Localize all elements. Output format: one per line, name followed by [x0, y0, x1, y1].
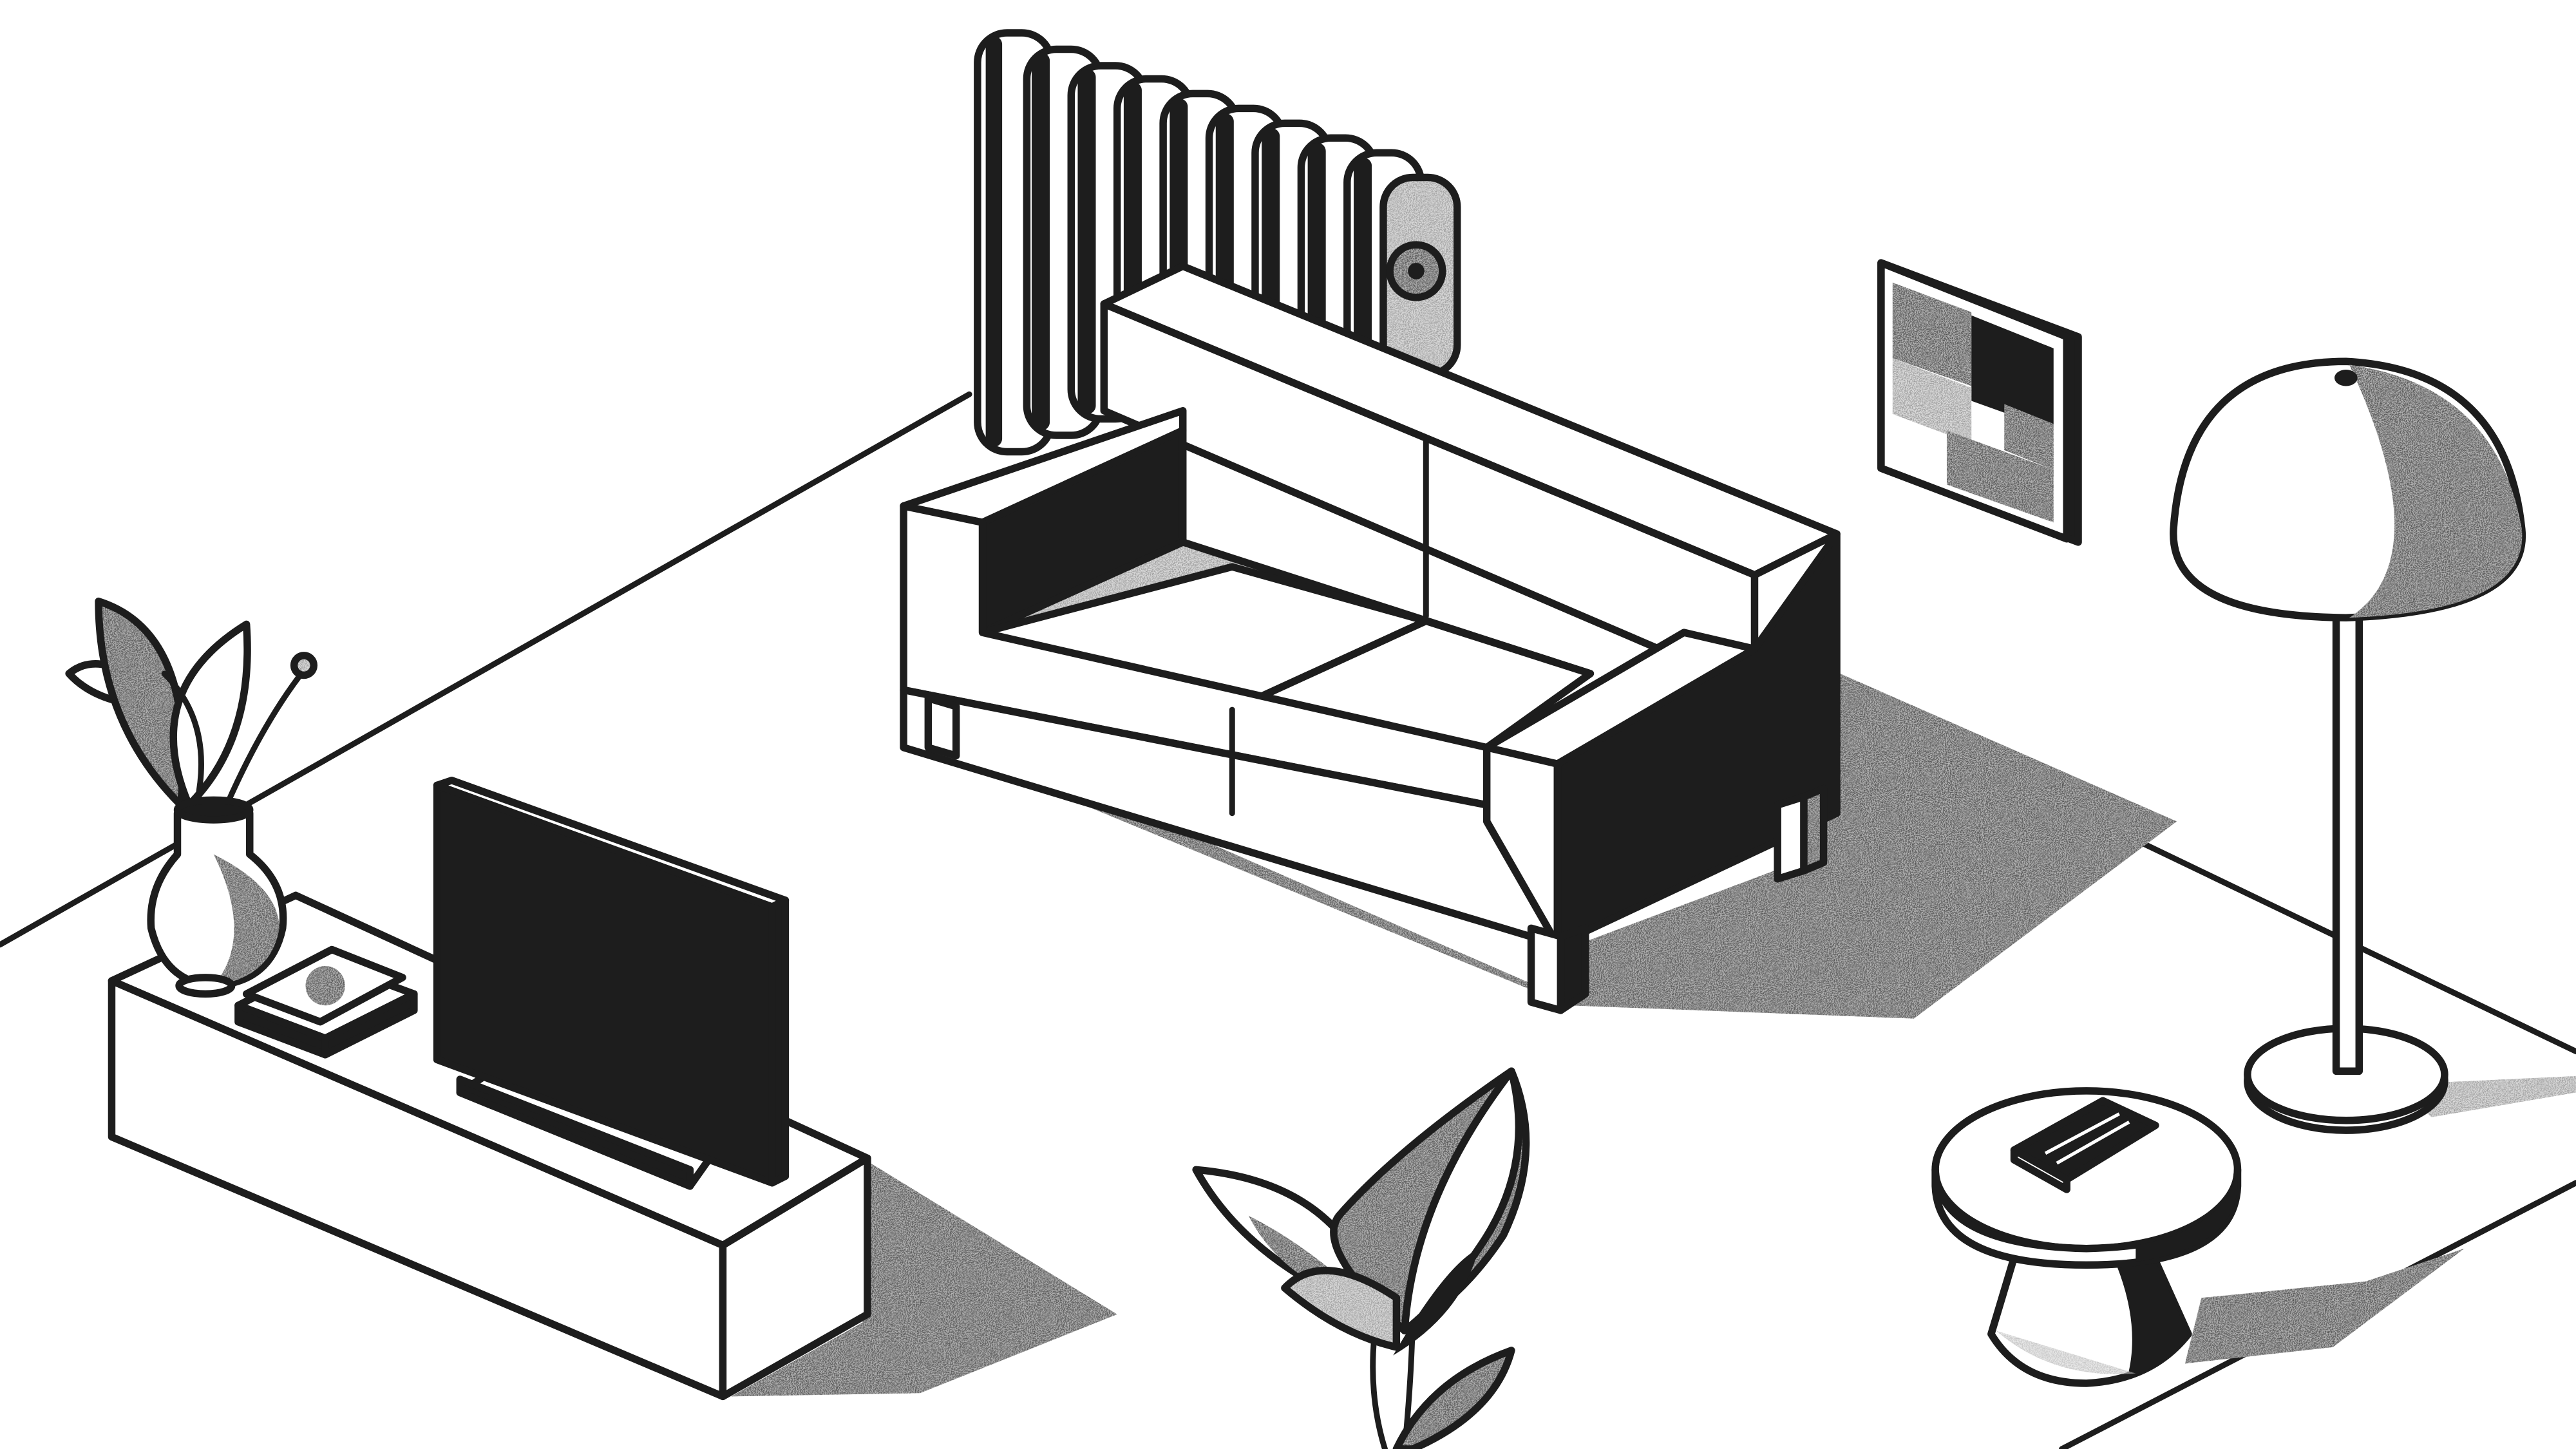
books [234, 945, 418, 1059]
floor-shadows [731, 673, 2576, 1397]
sofa [900, 262, 1841, 1014]
potted-plant [1192, 1067, 1530, 1449]
smartphone-icon [2010, 1097, 2159, 1193]
side-table [1931, 1087, 2242, 1387]
television [433, 776, 790, 1190]
floor-lamp [2170, 357, 2526, 1134]
vase-plant [65, 597, 317, 998]
wall-art [1877, 259, 2082, 546]
